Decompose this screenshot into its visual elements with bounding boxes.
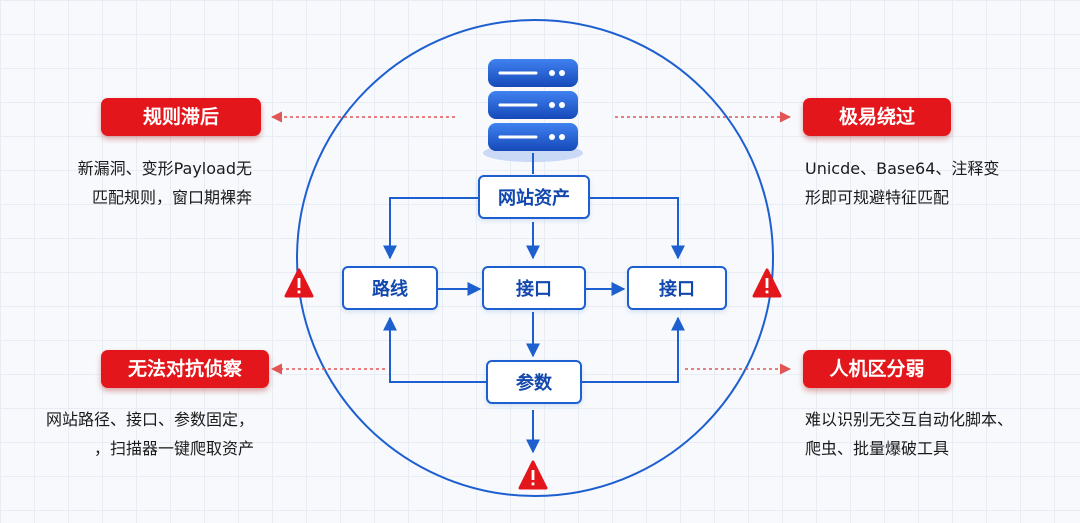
anti-recon-desc-line-2: ，扫描器一键爬取资产 (93, 439, 254, 458)
interface-box-2: 接口 (627, 266, 727, 310)
dashed-connectors (270, 111, 792, 375)
anti-recon-desc-line-1: 网站路径、接口、参数固定， (45, 410, 254, 429)
warning-icon-bottom (518, 460, 548, 490)
warning-icon-left (284, 268, 314, 298)
site-assets-box: 网站资产 (478, 175, 590, 219)
anti-recon-description: 网站路径、接口、参数固定， ，扫描器一键爬取资产 (46, 405, 254, 463)
easy-bypass-description: Unicde、Base64、注释变 形即可规避特征匹配 (805, 154, 999, 212)
easy-bypass-desc-line-1: Unicde、Base64、注释变 (805, 159, 1000, 178)
human-bot-desc-line-2: 爬虫、批量爆破工具 (805, 439, 950, 458)
interface-box-1: 接口 (482, 266, 586, 310)
params-box: 参数 (486, 360, 582, 404)
server-icon (483, 59, 583, 162)
rule-lag-desc-line-2: 匹配规则，窗口期裸奔 (91, 188, 252, 207)
rule-lag-description: 新漏洞、变形Payload无 匹配规则，窗口期裸奔 (78, 154, 252, 212)
easy-bypass-badge: 极易绕过 (803, 98, 951, 136)
human-bot-description: 难以识别无交互自动化脚本、 爬虫、批量爆破工具 (805, 405, 1013, 463)
rule-lag-desc-line-1: 新漏洞、变形Payload无 (77, 159, 252, 178)
anti-recon-badge: 无法对抗侦察 (101, 350, 269, 388)
easy-bypass-desc-line-2: 形即可规避特征匹配 (805, 188, 950, 207)
route-box: 路线 (342, 266, 438, 310)
rule-lag-badge: 规则滞后 (101, 98, 261, 136)
flow-arrows (383, 197, 685, 454)
warning-icon-right (752, 268, 782, 298)
boundary-circle (296, 19, 774, 497)
human-bot-desc-line-1: 难以识别无交互自动化脚本、 (805, 410, 1014, 429)
human-bot-badge: 人机区分弱 (803, 350, 951, 388)
